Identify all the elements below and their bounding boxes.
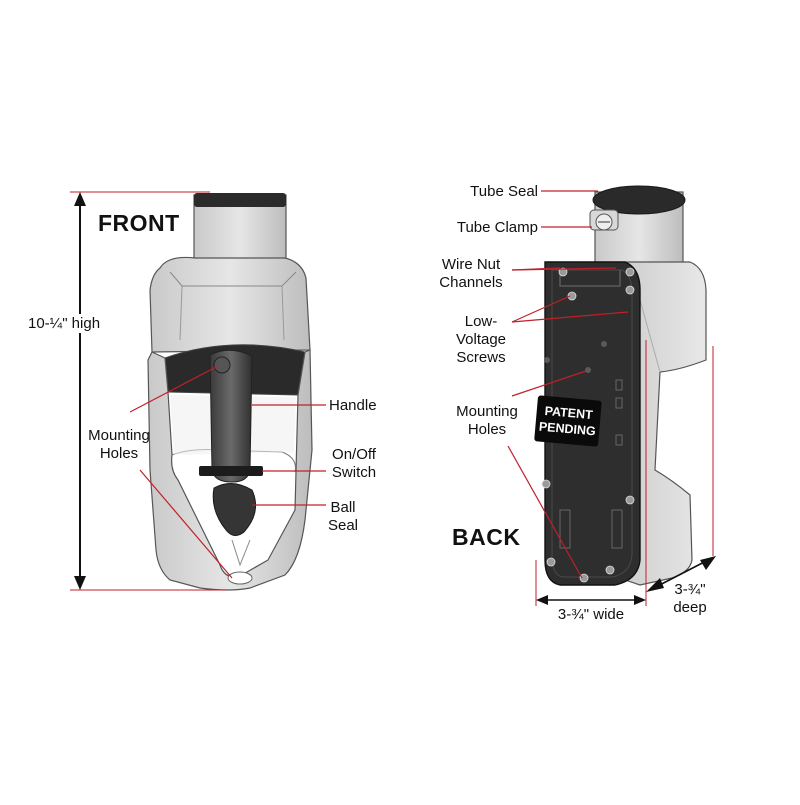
tube-clamp (589, 209, 619, 231)
tube-seal-label: Tube Seal (470, 183, 538, 200)
back-mounting-holes-label-1: Mounting (456, 403, 518, 420)
pointer-front-mounting-2 (139, 469, 233, 579)
on-off-label-2: Switch (331, 464, 377, 481)
front-pointers (129, 365, 326, 579)
low-voltage-label-2: Voltage (455, 331, 507, 348)
pointer-wire-nut-2 (511, 267, 617, 271)
back-mounting-holes (544, 341, 607, 373)
handle (209, 349, 253, 483)
low-voltage-label-1: Low- (464, 313, 498, 330)
pointer-back-mounting-2 (507, 445, 583, 579)
front-device (147, 193, 313, 591)
badge-line1: PATENT (544, 404, 594, 422)
tube-clamp-label: Tube Clamp (456, 219, 538, 236)
pointer-low-voltage-1 (511, 295, 571, 323)
low-voltage-label-3: Screws (456, 349, 506, 366)
front-bottom-hole (227, 571, 253, 585)
wire-nut-label-1: Wire Nut (441, 256, 501, 273)
back-depth-label-2: deep (673, 599, 707, 616)
front-mounting-hole (213, 356, 231, 374)
back-device: PATENT PENDING (534, 185, 707, 586)
pointer-low-voltage-2 (511, 311, 629, 323)
back-mounting-holes-label-2: Holes (467, 421, 507, 438)
front-mounting-holes-label-2: Holes (99, 445, 139, 462)
ball-seal-label-2: Seal (327, 517, 359, 534)
on-off-switch (199, 466, 263, 476)
handle-label: Handle (329, 397, 377, 414)
back-width-label: 3-¾" wide (557, 606, 625, 623)
back-depth-dimension (646, 346, 716, 592)
front-height-dimension (70, 191, 225, 591)
ball-seal-label-1: Ball (330, 499, 356, 516)
back-pointers (507, 190, 629, 579)
front-title: FRONT (98, 210, 180, 236)
front-body-lower (147, 349, 313, 591)
wire-nut-channels (559, 270, 621, 287)
back-screws (541, 267, 635, 583)
back-depth-label-1: 3-¾" (674, 581, 706, 598)
pointer-back-mounting-1 (511, 370, 587, 397)
front-tube-seal (194, 193, 286, 207)
ball-seal (212, 483, 257, 536)
front-height-label: 10-¼" high (26, 314, 103, 333)
wire-nut-label-2: Channels (439, 274, 503, 291)
back-title: BACK (452, 524, 521, 550)
badge-line2: PENDING (538, 420, 596, 439)
front-mounting-holes-label-1: Mounting (88, 427, 150, 444)
pointer-front-mounting-1 (129, 365, 219, 413)
on-off-label-1: On/Off (332, 446, 376, 463)
front-body-upper (149, 256, 311, 353)
back-tube-seal (592, 185, 686, 215)
patent-badge: PATENT PENDING (534, 395, 602, 447)
back-width-dimension (535, 340, 647, 606)
